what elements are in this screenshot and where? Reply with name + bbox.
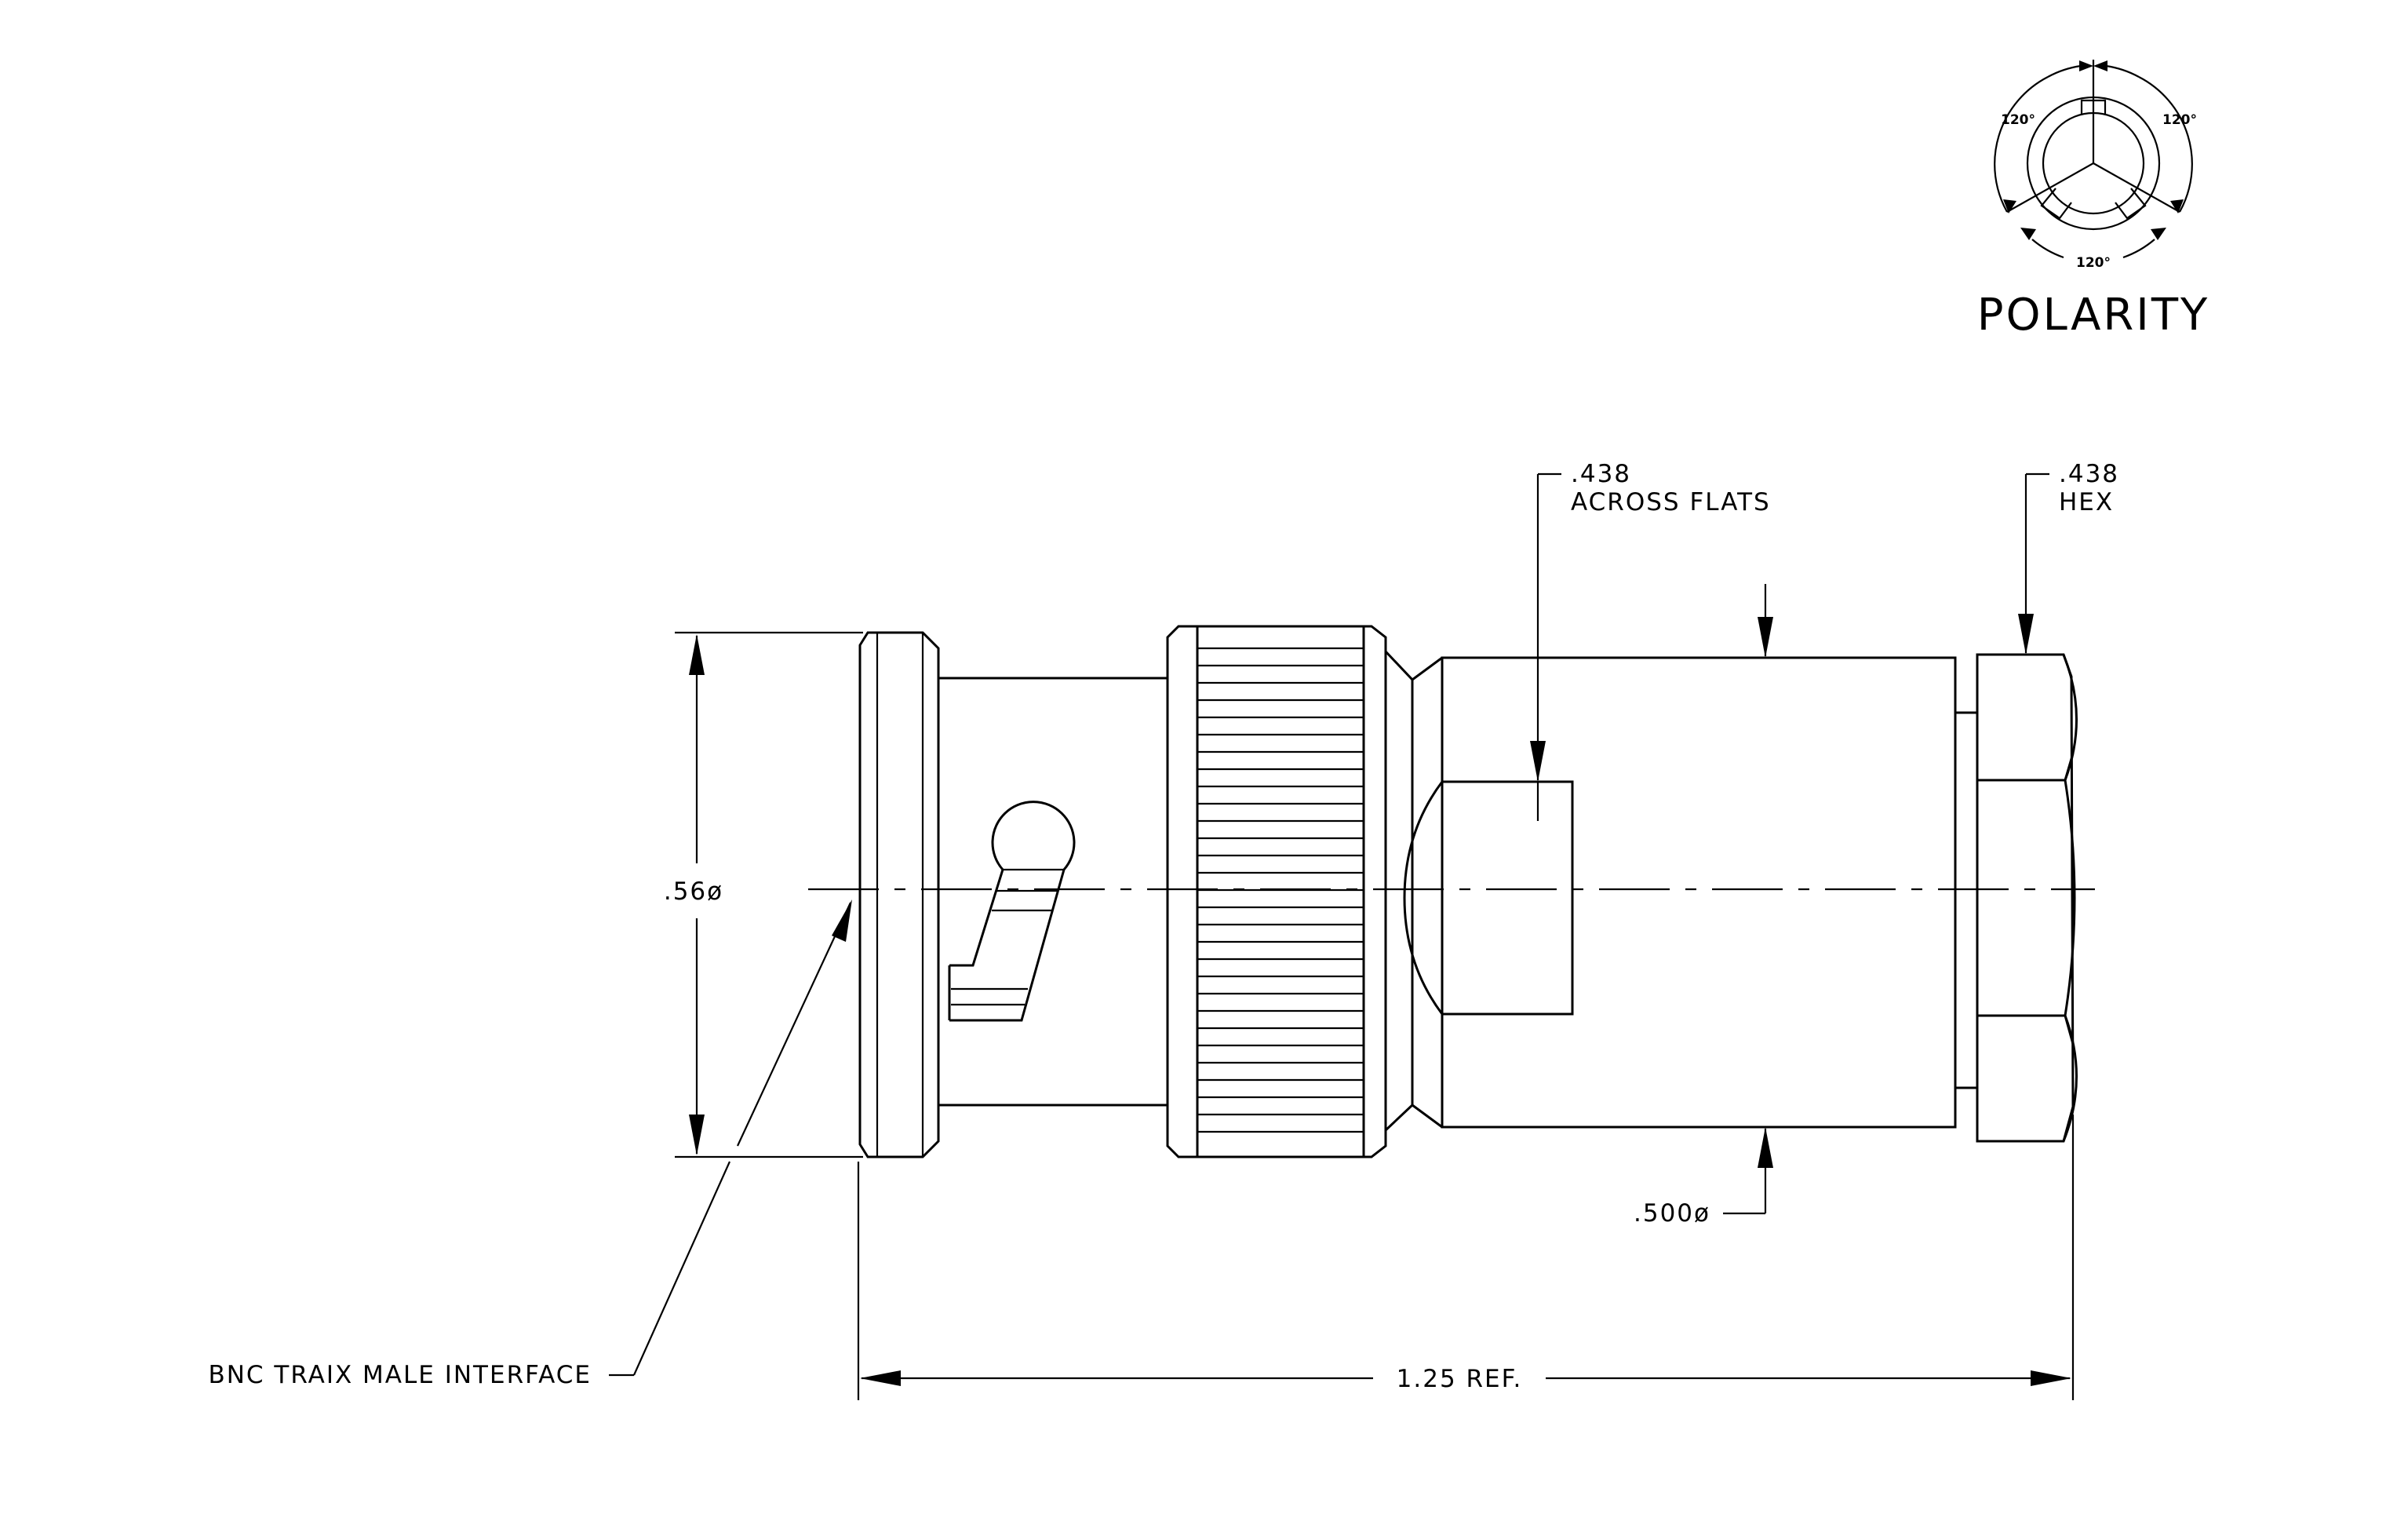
- transition-taper: [1412, 1104, 1443, 1129]
- wrench-flat: [1442, 780, 1574, 1016]
- body-diameter-label: .56ø: [664, 877, 723, 906]
- polarity-view: 120° 120° 120° POLARITY: [1977, 60, 2209, 341]
- leader-arrow: [832, 899, 852, 942]
- hex-value-label: .438: [2059, 460, 2119, 488]
- dimension-arrow: [2031, 1370, 2071, 1386]
- polarity-angle-label: 120°: [2162, 112, 2197, 128]
- bayonet-slot-outline: [949, 801, 1076, 1022]
- coupling-nut: [1166, 625, 1387, 1158]
- dimension-arrow: [689, 1115, 705, 1155]
- hex-facet-curve: [2062, 654, 2078, 781]
- hex-facet: [1977, 753, 2075, 782]
- interface-callout: BNC TRAIX MALE INTERFACE: [208, 899, 852, 1389]
- front-collar: [858, 631, 940, 1158]
- leader-arrow: [1530, 741, 1546, 782]
- dimension-arrow: [689, 634, 705, 675]
- hex-nut: [1976, 653, 2075, 1143]
- bayonet-slot: [948, 801, 1076, 1022]
- polarity-title: POLARITY: [1977, 290, 2209, 341]
- polarity-arrow: [2151, 228, 2166, 240]
- length-dimension: 1.25 REF.: [857, 1115, 2075, 1400]
- polarity-arc-bottom-right: [2122, 239, 2155, 259]
- hex-facet: [1977, 1014, 2075, 1045]
- diameter-dimension: .56ø: [664, 631, 863, 1158]
- polarity-arc-bottom-left: [2031, 239, 2064, 259]
- dimension-arrow: [1758, 617, 1773, 658]
- interface-label: BNC TRAIX MALE INTERFACE: [208, 1361, 592, 1389]
- polarity-arc-top-right: [2105, 64, 2140, 78]
- overall-length-label: 1.25 REF.: [1397, 1365, 1523, 1393]
- polarity-arrow: [2170, 199, 2184, 213]
- sleeve-diameter-dimension: .500ø: [1634, 584, 1773, 1228]
- sleeve-diameter-label: .500ø: [1634, 1199, 1710, 1228]
- wrench-flat-curve: [1403, 781, 1444, 1015]
- hex-facet-curve: [2064, 779, 2076, 1016]
- polarity-angle-label: 120°: [2001, 112, 2035, 128]
- dimension-arrow: [1758, 1127, 1773, 1168]
- polarity-radial-right: [2093, 162, 2180, 213]
- hex-dimension: .438 HEX: [2018, 460, 2119, 655]
- polarity-arrow: [2079, 60, 2093, 71]
- connector-body: [858, 625, 2078, 1158]
- polarity-key-right: [2115, 188, 2147, 220]
- main-sleeve: [1441, 656, 1957, 1129]
- hex-facet-curve: [2062, 1015, 2078, 1142]
- polarity-angle-label: 120°: [2076, 255, 2111, 271]
- leader-arrow: [2018, 614, 2034, 655]
- flats-dimension: .438 ACROSS FLATS: [1530, 460, 1771, 821]
- leader-line: [632, 1161, 731, 1376]
- transition-taper: [1412, 656, 1443, 681]
- polarity-key-left: [2040, 188, 2072, 220]
- polarity-radial-left: [2006, 162, 2094, 213]
- polarity-arrow: [2003, 199, 2016, 213]
- hex-desc-label: HEX: [2059, 488, 2114, 516]
- polarity-arc-top-left: [2047, 64, 2082, 78]
- flats-desc-label: ACROSS FLATS: [1571, 488, 1771, 516]
- polarity-arc-right: [2138, 76, 2193, 213]
- flats-value-label: .438: [1571, 460, 1631, 488]
- polarity-arrow: [2020, 228, 2036, 240]
- coupling-nut-knurl: [1197, 647, 1364, 1133]
- leader-line: [737, 902, 851, 1147]
- transition-taper: [1384, 650, 1414, 1132]
- polarity-arc-left: [1994, 76, 2049, 213]
- polarity-arrow: [2093, 60, 2107, 71]
- bayonet-slot-outline: [949, 869, 1004, 967]
- dimension-arrow: [860, 1370, 901, 1386]
